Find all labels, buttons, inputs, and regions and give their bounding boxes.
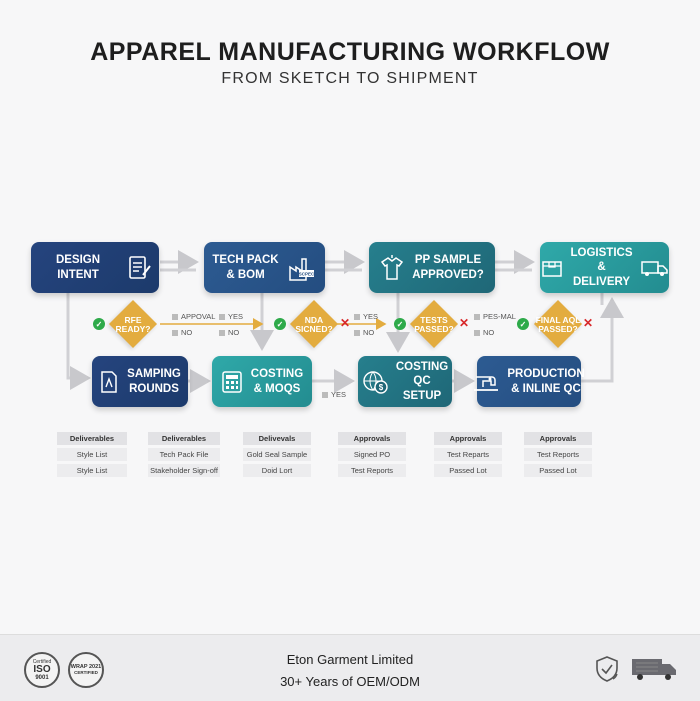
check-icon: ✓ xyxy=(274,318,286,330)
pp-sample-box[interactable]: PP SAMPLE APPROVED? xyxy=(369,242,495,293)
production-box[interactable]: PRODUCTION & INLINE QC xyxy=(474,356,585,407)
tech-pack-label: TECH PACK & BOM xyxy=(212,254,279,281)
page-subtitle: FROM SKETCH TO SHIPMENT xyxy=(221,70,479,87)
cross-icon: ✕ xyxy=(459,316,470,330)
svg-text:$: $ xyxy=(379,383,384,392)
footer-bar xyxy=(0,634,700,701)
costing-moqs-label: COSTING & MOQS xyxy=(250,368,304,395)
wrap-cert-badge: WRAP 2021 CERTIFIED xyxy=(68,652,104,688)
company-name: Eton Garment Limited xyxy=(286,652,414,667)
check-icon: ✓ xyxy=(93,318,105,330)
table-header: Approvals xyxy=(338,432,406,445)
page-title: APPAREL MANUFACTURING WORKFLOW xyxy=(90,38,610,66)
truck-icon xyxy=(640,258,669,278)
table-row: Test Reports xyxy=(524,448,592,461)
truck-icon xyxy=(630,656,678,687)
branch-label-pes-mal: PES-MAL xyxy=(474,312,516,321)
production-label: PRODUCTION & INLINE QC xyxy=(507,368,585,395)
branch-label-no: NO xyxy=(474,328,494,337)
garment-sample-icon xyxy=(99,370,119,394)
iso-badge: Certified ISO 9001 xyxy=(24,652,60,688)
table-row: Signed PO xyxy=(338,448,406,461)
cross-icon: ✕ xyxy=(340,316,351,330)
logistics-label: LOGISTICS & DELIVERY xyxy=(570,246,633,288)
design-intent-box[interactable]: DESIGN INTENT xyxy=(31,242,159,293)
calculator-icon xyxy=(221,370,243,394)
check-icon: ✓ xyxy=(394,318,406,330)
table-row: Style List xyxy=(57,448,127,461)
table-row: Passed Lot xyxy=(524,464,592,477)
table-row: Stakeholder Sign-off xyxy=(148,464,220,477)
sampling-rounds-label: SAMPING ROUNDS xyxy=(127,368,181,395)
shirt-icon xyxy=(380,254,404,281)
table-row: Passed Lot xyxy=(434,464,502,477)
table-row: Test Reparts xyxy=(434,448,502,461)
table-row: Tech Pack File xyxy=(148,448,220,461)
branch-label-yes: YES xyxy=(322,390,346,399)
final-aql-label: FINAL AQL PASSED? xyxy=(535,315,581,335)
table-header: Deliverables xyxy=(57,432,127,445)
design-intent-label: DESIGN INTENT xyxy=(55,254,101,281)
branch-label-no: NO xyxy=(219,328,239,337)
table-row: Doid Lort xyxy=(243,464,311,477)
costing-moqs-box[interactable]: COSTING & MOQS xyxy=(212,356,312,407)
check-icon: ✓ xyxy=(517,318,529,330)
branch-label-approval: APPOVAL xyxy=(172,312,215,321)
nda-signed-label: NDA SICNED? xyxy=(295,315,333,335)
box-icon xyxy=(541,258,563,278)
branch-label-yes: YES xyxy=(219,312,243,321)
table-row: Test Reports xyxy=(338,464,406,477)
tech-pack-box[interactable]: TECH PACK & BOM SCPEC xyxy=(204,242,325,293)
tech-pack-badge: SCPEC xyxy=(298,271,314,276)
tests-passed-label: TESTS PASSED? xyxy=(414,315,454,335)
logistics-box[interactable]: LOGISTICS & DELIVERY xyxy=(540,242,669,293)
table-header: Deliverables xyxy=(148,432,220,445)
table-row: Gold Seal Sample xyxy=(243,448,311,461)
costing-qc-box[interactable]: $ COSTING QC SETUP xyxy=(358,356,452,407)
branch-label-yes: YES xyxy=(354,312,378,321)
table-header: Approvals xyxy=(434,432,502,445)
branch-label-no: NO xyxy=(354,328,374,337)
pp-sample-label: PP SAMPLE APPROVED? xyxy=(412,254,484,281)
costing-qc-label: COSTING QC SETUP xyxy=(395,360,449,402)
branch-label-no: NO xyxy=(172,328,192,337)
table-header: Delivevals xyxy=(243,432,311,445)
sampling-rounds-box[interactable]: SAMPING ROUNDS xyxy=(92,356,188,407)
shield-recycle-icon xyxy=(592,654,622,689)
table-row: Style List xyxy=(57,464,127,477)
checklist-icon xyxy=(127,255,153,281)
company-tagline: 30+ Years of OEM/ODM xyxy=(280,674,420,689)
table-header: Approvals xyxy=(524,432,592,445)
rfe-ready-label: RFE READY? xyxy=(115,315,151,335)
factory-icon: SCPEC xyxy=(287,253,317,283)
sewing-machine-icon xyxy=(473,371,499,393)
cross-icon: ✕ xyxy=(583,316,594,330)
money-globe-icon: $ xyxy=(362,369,388,395)
